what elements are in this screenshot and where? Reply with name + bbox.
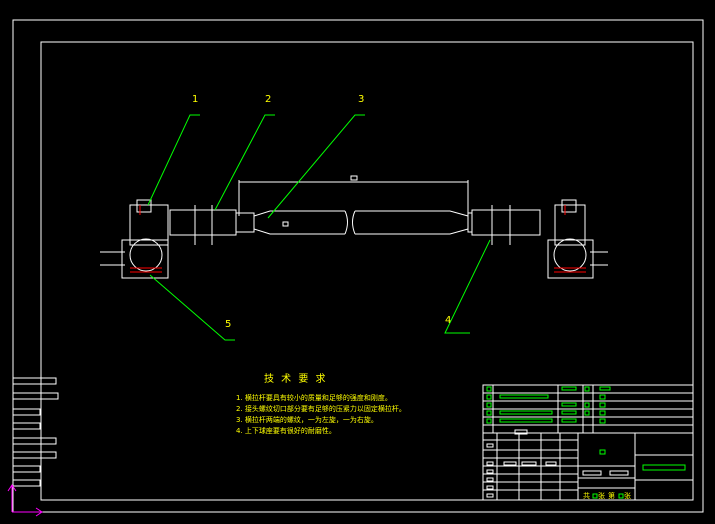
requirements-title: 技 术 要 求 <box>264 372 328 385</box>
section-hatch <box>130 205 586 273</box>
title-block <box>482 384 694 501</box>
tie-rod-assembly <box>100 175 608 279</box>
margin-strip <box>12 377 59 487</box>
requirement-item-1: 1. 横拉杆要具有较小的质量和足够的强度和刚度。 <box>236 393 392 402</box>
sheet-number-unit: 张 <box>624 491 631 500</box>
leader-lines <box>147 114 491 341</box>
part-label-1: 1 <box>192 94 198 105</box>
inner-frame <box>40 41 694 501</box>
sheet-total-label: 共 <box>583 491 590 500</box>
title-block-markers <box>486 386 686 499</box>
part-label-5: 5 <box>225 319 231 330</box>
part-label-2: 2 <box>265 94 271 105</box>
part-label-3: 3 <box>358 94 364 105</box>
requirement-item-4: 4. 上下球座要有很好的耐磨性。 <box>236 426 336 435</box>
outer-frame <box>12 19 704 513</box>
sheet-number-label: 第 <box>608 491 615 500</box>
part-label-4: 4 <box>445 315 451 326</box>
requirement-item-3: 3. 横拉杆两端的螺纹，一为左旋，一为右旋。 <box>236 415 378 424</box>
title-block-small-boxes <box>486 429 629 498</box>
ucs-icon <box>7 484 43 517</box>
requirement-item-2: 2. 接头螺纹切口部分要有足够的压紧力以固定横拉杆。 <box>236 404 406 413</box>
sheet-total-unit: 张 <box>598 491 605 500</box>
